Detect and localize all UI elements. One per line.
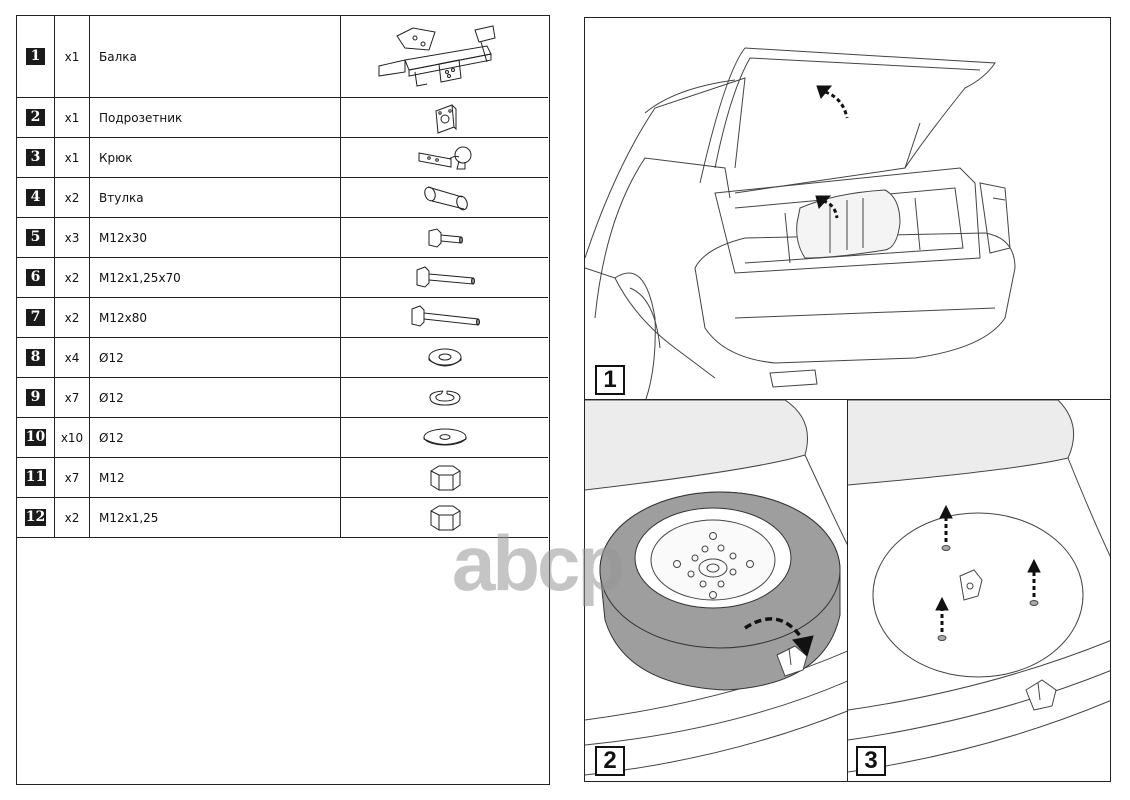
part-quantity: x1	[55, 98, 90, 137]
table-row: 3 x1 Крюк	[17, 138, 548, 178]
socket-bracket-icon	[434, 103, 456, 134]
table-row: 4 x2 Втулка	[17, 178, 548, 218]
part-name: Подрозетник	[90, 98, 341, 137]
part-quantity: x1	[55, 138, 90, 177]
part-number: 5	[26, 229, 45, 246]
part-name: Балка	[90, 16, 341, 97]
table-row: 2 x1 Подрозетник	[17, 98, 548, 138]
table-row: 1 x1 Балка	[17, 16, 548, 98]
large-washer-icon	[423, 428, 466, 445]
part-name: M12x80	[90, 298, 341, 337]
part-number: 10	[24, 429, 47, 446]
step-1-panel: 1	[584, 17, 1111, 401]
tow-hook-icon	[418, 146, 471, 169]
part-quantity: x2	[55, 178, 90, 217]
step-3-panel: 3	[847, 399, 1111, 782]
open-trunk-illustration	[585, 47, 1016, 400]
part-name: Ø12	[90, 378, 341, 417]
part-name: M12x30	[90, 218, 341, 257]
step-number-badge: 1	[595, 365, 625, 395]
tow-bar-beam-icon	[378, 24, 496, 87]
part-quantity: x2	[55, 498, 90, 537]
part-name: Ø12	[90, 418, 341, 457]
table-row: 9 x7 Ø12	[17, 378, 548, 418]
part-quantity: x10	[55, 418, 90, 457]
parts-table: 1 x1 Балка 2 x1 Подрозетник	[16, 15, 550, 785]
part-number: 2	[26, 109, 45, 126]
part-name: M12x1,25x70	[90, 258, 341, 297]
table-row: 10 x10 Ø12	[17, 418, 548, 458]
part-quantity: x4	[55, 338, 90, 377]
part-quantity: x2	[55, 298, 90, 337]
table-row: 6 x2 M12x1,25x70	[17, 258, 548, 298]
table-row: 7 x2 M12x80	[17, 298, 548, 338]
table-row: 5 x3 M12x30	[17, 218, 548, 258]
part-quantity: x3	[55, 218, 90, 257]
part-name: M12x1,25	[90, 498, 341, 537]
step-number-badge: 3	[856, 746, 886, 776]
trunk-floor-illustration	[848, 400, 1110, 773]
flat-washer-icon	[428, 348, 461, 366]
part-number: 3	[26, 149, 45, 166]
spring-washer-icon	[428, 390, 461, 406]
watermark-logo: abcp	[452, 519, 625, 607]
bolt-short-icon	[428, 227, 463, 248]
table-row: 11 x7 M12	[17, 458, 548, 498]
spare-wheel-illustration	[585, 400, 848, 776]
hex-nut-fine-icon	[430, 505, 460, 530]
part-number: 8	[26, 349, 45, 366]
table-row: 8 x4 Ø12	[17, 338, 548, 378]
part-number: 12	[24, 509, 47, 526]
bolt-longer-icon	[411, 304, 480, 327]
step-number-badge: 2	[595, 746, 625, 776]
part-name: Ø12	[90, 338, 341, 377]
bushing-icon	[423, 186, 468, 210]
part-number: 1	[26, 48, 45, 65]
part-name: Крюк	[90, 138, 341, 177]
bolt-long-icon	[416, 265, 475, 288]
part-number: 11	[24, 469, 47, 486]
hex-nut-icon	[430, 465, 460, 490]
part-quantity: x1	[55, 16, 90, 97]
part-quantity: x7	[55, 458, 90, 497]
step-2-panel: 2	[584, 399, 849, 782]
table-row: 12 x2 M12x1,25	[17, 498, 548, 538]
part-name: M12	[90, 458, 341, 497]
part-number: 4	[26, 189, 45, 206]
part-number: 9	[26, 389, 45, 406]
part-quantity: x7	[55, 378, 90, 417]
part-quantity: x2	[55, 258, 90, 297]
part-name: Втулка	[90, 178, 341, 217]
part-number: 6	[26, 269, 45, 286]
part-number: 7	[26, 309, 45, 326]
